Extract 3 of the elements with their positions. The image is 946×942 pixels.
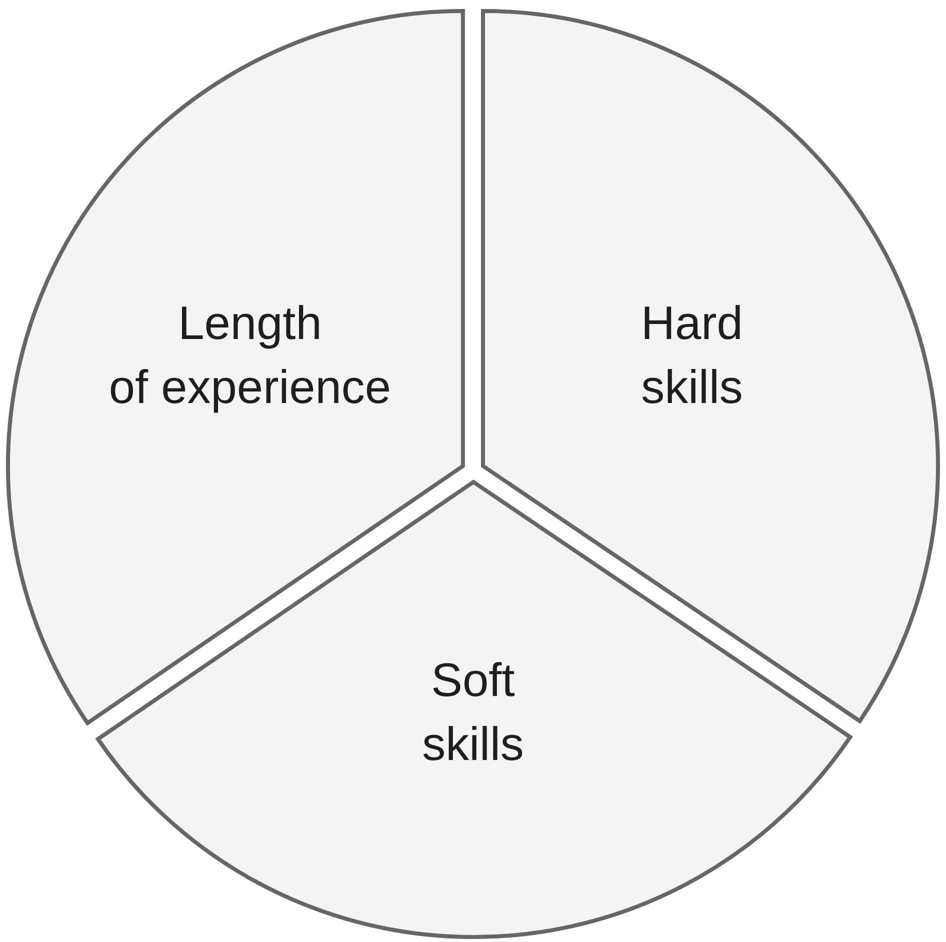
sector-label: Length of experience [108, 294, 392, 415]
sector-label: Soft skills [422, 652, 524, 772]
sector-label: Hard skills [641, 294, 743, 415]
